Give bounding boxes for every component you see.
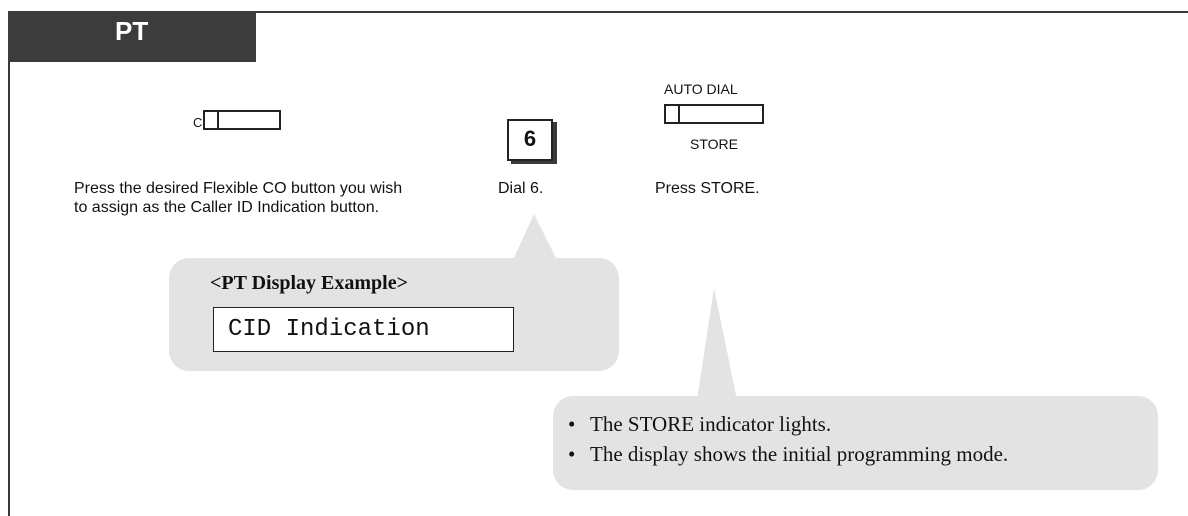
pt-tab-header: PT xyxy=(8,11,256,62)
store-label: STORE xyxy=(690,136,738,152)
notes-callout xyxy=(553,396,1158,490)
step-1-instruction: Press the desired Flexible CO button you… xyxy=(74,180,403,216)
dial-key-shadow-bottom xyxy=(511,161,557,164)
bullet: • xyxy=(568,412,576,436)
note-item: •The STORE indicator lights. xyxy=(568,409,1008,439)
pt-display-screen: CID Indication xyxy=(213,307,514,352)
co-button-icon xyxy=(203,110,281,130)
frame-left-border xyxy=(8,11,10,516)
note-item: •The display shows the initial programmi… xyxy=(568,439,1008,469)
bullet: • xyxy=(568,442,576,466)
step-2-instruction: Dial 6. xyxy=(498,180,544,197)
notes-callout-pointer xyxy=(697,288,737,400)
dial-6-key-icon: 6 xyxy=(507,119,553,161)
step-3-instruction: Press STORE. xyxy=(655,180,760,197)
auto-dial-label: AUTO DIAL xyxy=(664,81,738,97)
auto-dial-store-button-icon xyxy=(664,104,764,124)
frame-top-border xyxy=(8,11,1188,13)
dial-key-shadow xyxy=(553,122,557,164)
notes-list: •The STORE indicator lights. •The displa… xyxy=(568,409,1008,469)
display-callout-pointer xyxy=(512,214,558,262)
display-example-title: <PT Display Example> xyxy=(210,272,409,294)
